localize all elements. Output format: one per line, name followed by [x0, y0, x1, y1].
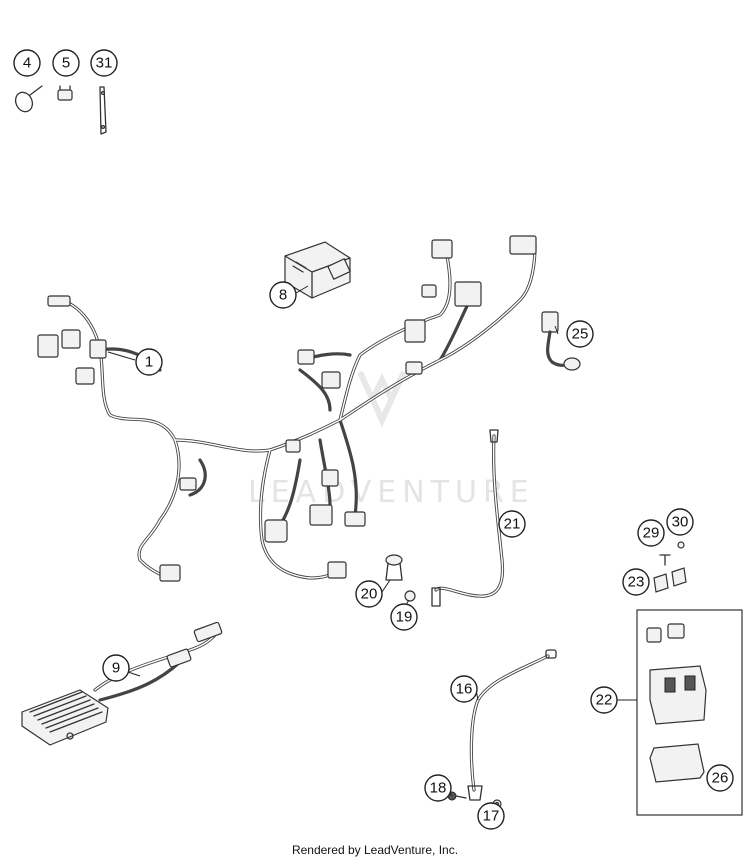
callout-17[interactable]: 17 [477, 802, 505, 830]
callout-18[interactable]: 18 [424, 774, 452, 802]
main-wiring-harness-part-1 [37, 235, 537, 582]
grommet-part-20 [385, 554, 403, 581]
callout-9[interactable]: 9 [102, 654, 130, 682]
nut-part-19 [404, 590, 416, 602]
svg-text:20: 20 [361, 586, 378, 603]
svg-text:16: 16 [456, 681, 473, 698]
svg-text:25: 25 [572, 326, 589, 343]
fuse-part-23 [653, 567, 687, 593]
footer-credit: Rendered by LeadVenture, Inc. [291, 843, 459, 857]
voltage-regulator-part-9 [21, 621, 223, 746]
leader-lines [107, 285, 559, 816]
svg-text:26: 26 [712, 770, 729, 787]
clip-part-5 [57, 85, 73, 101]
svg-text:17: 17 [483, 808, 500, 825]
callout-29[interactable]: 29 [637, 519, 665, 547]
svg-text:29: 29 [643, 525, 660, 542]
svg-text:1: 1 [145, 354, 153, 371]
svg-text:30: 30 [672, 514, 689, 531]
callout-23[interactable]: 23 [622, 568, 650, 596]
callout-5[interactable]: 5 [52, 49, 80, 77]
svg-text:9: 9 [112, 660, 120, 677]
svg-text:31: 31 [96, 55, 113, 72]
callout-20[interactable]: 20 [355, 580, 383, 608]
svg-text:19: 19 [396, 609, 413, 626]
screw-part-30 [677, 541, 685, 549]
svg-text:18: 18 [430, 780, 447, 797]
callout-8[interactable]: 8 [269, 281, 297, 309]
control-unit-part-8 [284, 241, 351, 299]
svg-text:23: 23 [628, 574, 645, 591]
callout-16[interactable]: 16 [450, 675, 478, 703]
screw-part-29 [659, 554, 671, 566]
cable-tie-part-4 [14, 85, 43, 113]
svg-text:5: 5 [62, 55, 70, 72]
ground-cable-part-16 [467, 649, 557, 801]
strap-part-31 [99, 86, 107, 135]
svg-text:22: 22 [596, 692, 613, 709]
svg-text:21: 21 [504, 516, 521, 533]
svg-text:8: 8 [279, 287, 287, 304]
callout-4[interactable]: 4 [13, 49, 41, 77]
svg-text:4: 4 [23, 55, 31, 72]
callout-25[interactable]: 25 [566, 320, 594, 348]
cable-part-21 [431, 429, 505, 607]
callout-21[interactable]: 21 [498, 510, 526, 538]
starter-relay-box [617, 609, 743, 816]
callout-19[interactable]: 19 [390, 603, 418, 631]
callout-30[interactable]: 30 [666, 508, 694, 536]
callout-22[interactable]: 22 [590, 686, 618, 714]
connector-cap-part-25 [541, 311, 581, 371]
callout-1[interactable]: 1 [135, 348, 163, 376]
callout-26[interactable]: 26 [706, 764, 734, 792]
callout-31[interactable]: 31 [90, 49, 118, 77]
